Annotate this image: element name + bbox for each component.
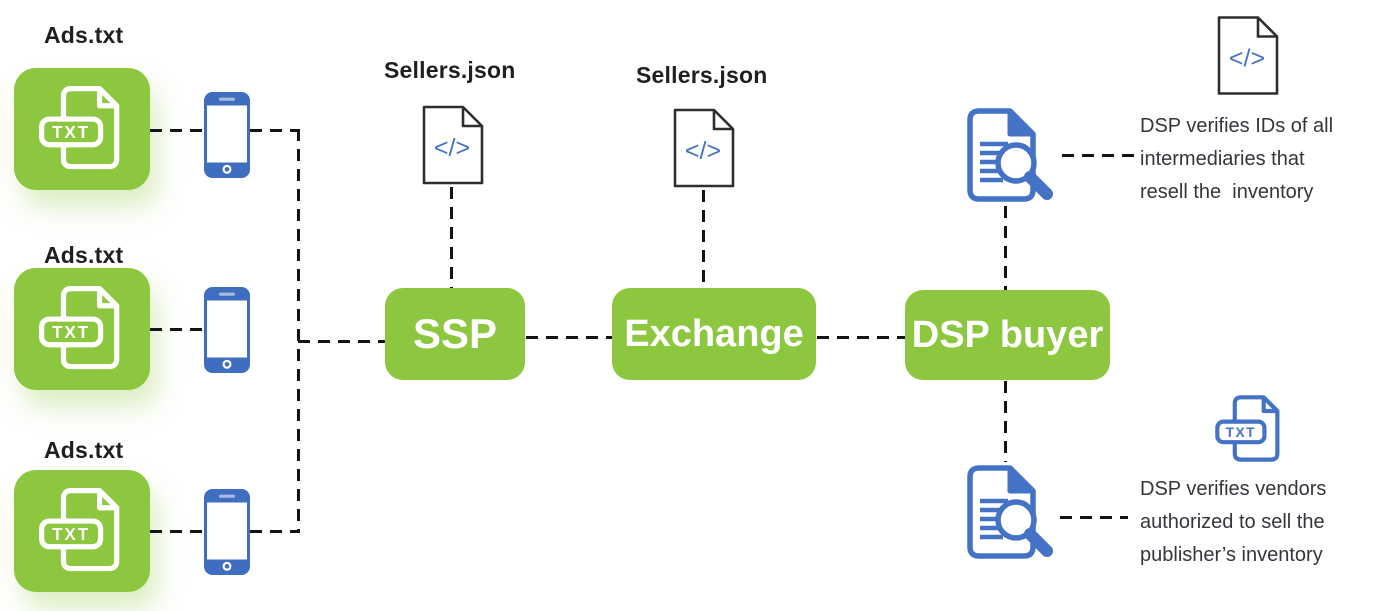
txt-badge-text: TXT: [52, 323, 90, 342]
document-search-icon: [967, 108, 1053, 202]
code-file-top-right: </>: [1216, 14, 1280, 97]
connector-exchange-dsp: [817, 336, 905, 339]
connector-tile3-phone3: [150, 530, 204, 533]
connector-tile1-phone1: [150, 129, 204, 132]
code-file-icon: </>: [1217, 16, 1279, 95]
sellersjson-doc-1: </>: [421, 105, 485, 185]
adstxt-label-2: Ads.txt: [44, 242, 124, 268]
exchange-node: Exchange: [612, 288, 816, 380]
connector-phone3-trunk: [250, 530, 300, 533]
connector-searchdoc-note-bottom: [1060, 516, 1128, 519]
connector-sellers2-exchange: [702, 190, 705, 288]
txt-badge-text: TXT: [1226, 425, 1256, 440]
sellersjson-label-1: Sellers.json: [384, 57, 516, 83]
txt-file-icon: TXT: [38, 285, 119, 369]
adstxt-label-1: Ads.txt: [44, 22, 124, 48]
smartphone-icon: [204, 287, 250, 373]
connector-trunk-ssp: [298, 340, 386, 343]
txt-file-icon: TXT: [38, 85, 119, 169]
smartphone-icon: [204, 92, 250, 178]
phone-2: [204, 287, 250, 373]
connector-searchdoc-note-top: [1062, 154, 1136, 157]
adstxt-label-3: Ads.txt: [44, 437, 124, 463]
txt-file-icon: TXT: [1215, 395, 1280, 462]
code-file-icon: </>: [673, 108, 735, 188]
connector-tile2-phone2: [150, 328, 204, 331]
connector-phone1-trunk: [250, 129, 300, 132]
sellersjson-label-2: Sellers.json: [636, 62, 768, 88]
code-glyph: </>: [1229, 45, 1265, 73]
code-glyph: </>: [434, 134, 470, 162]
connector-trunk-vertical: [297, 129, 300, 533]
search-doc-top: [963, 106, 1059, 206]
sellersjson-doc-2: </>: [672, 108, 736, 188]
adstxt-tile-3: TXT: [14, 470, 150, 592]
phone-3: [204, 489, 250, 575]
search-doc-bottom: [963, 463, 1059, 563]
connector-sellers1-ssp: [450, 187, 453, 288]
connector-dsp-searchdoc-top: [1004, 206, 1007, 290]
txt-file-icon: TXT: [38, 487, 119, 571]
adstxt-tile-1: TXT: [14, 68, 150, 190]
note-bottom-right: DSP verifies vendors authorized to sell …: [1140, 478, 1327, 566]
txt-file-bottom-right: TXT: [1212, 392, 1288, 468]
code-glyph: </>: [685, 137, 721, 165]
note-top-right: DSP verifies IDs of all intermediaries t…: [1140, 115, 1334, 203]
connector-ssp-exchange: [526, 336, 612, 339]
txt-badge-text: TXT: [52, 123, 90, 142]
txt-badge-text: TXT: [52, 525, 90, 544]
ssp-node: SSP: [385, 288, 525, 380]
phone-1: [204, 92, 250, 178]
document-search-icon: [967, 465, 1053, 559]
dsp-buyer-node: DSP buyer: [905, 290, 1110, 380]
smartphone-icon: [204, 489, 250, 575]
code-file-icon: </>: [422, 105, 484, 185]
adstxt-tile-2: TXT: [14, 268, 150, 390]
connector-dsp-searchdoc-bottom: [1004, 381, 1007, 462]
